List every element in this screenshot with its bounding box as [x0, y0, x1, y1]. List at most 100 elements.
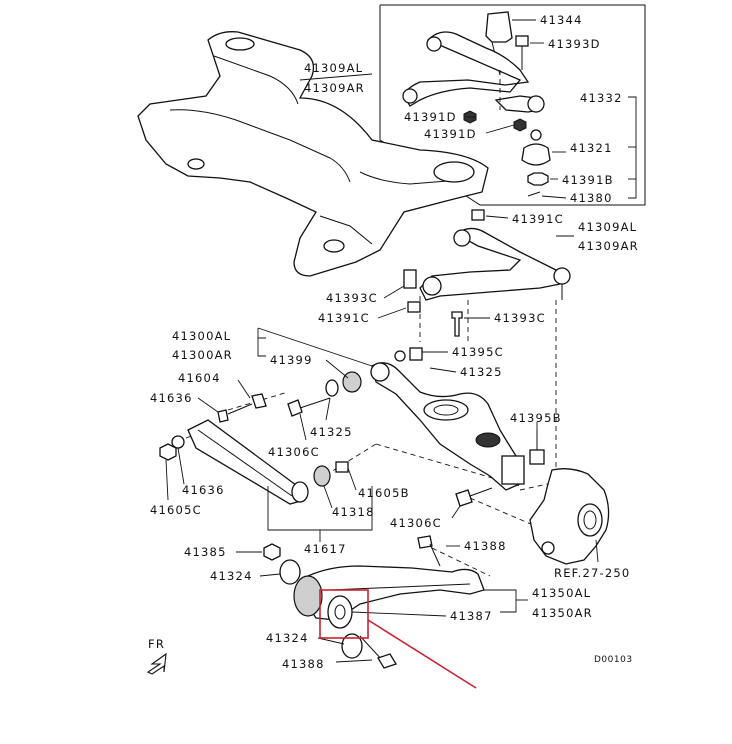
ball-joint-head: [527, 95, 545, 113]
bolt-head-41388-a: [417, 535, 433, 549]
nut-41395c: [409, 347, 423, 361]
leader-41636-b: [177, 447, 185, 485]
inset-bolt-head: [515, 35, 529, 47]
label-41306c-b: 41306C: [390, 516, 442, 530]
label-41350al: 41350AL: [532, 586, 591, 600]
label-41325-b: 41325: [310, 425, 353, 439]
inset-upper-arm-shape: [403, 31, 530, 107]
label-41380: 41380: [570, 191, 613, 205]
upper-arm-balljoint: [553, 267, 571, 285]
label-41391c-top: 41391C: [512, 212, 564, 226]
toe-link-end: [291, 481, 309, 503]
upper-arm: [377, 209, 574, 337]
leader-41391c-left: [377, 307, 407, 319]
part-labels: 41344 41393D 41309AL 41309AR 41332 41391…: [148, 13, 638, 671]
trailing-arm: [236, 535, 528, 669]
crossmember-shape: [137, 31, 489, 277]
inset-nut-b: [513, 118, 527, 132]
leader-41604: [237, 379, 251, 399]
leader-41399: [325, 359, 349, 379]
leader-41391d-b: [485, 124, 515, 134]
trailing-arm-bushing: [293, 575, 323, 617]
leader-41636-a: [197, 397, 219, 413]
nut-41605b: [335, 461, 349, 473]
highlight-box: [319, 589, 369, 639]
front-arrow-icon: [146, 652, 167, 675]
knuckle-hub-inner: [583, 510, 597, 530]
washer: [530, 129, 542, 141]
bushing-41387: [327, 595, 353, 629]
nut-41391c-left: [407, 301, 421, 313]
label-41393c-right: 41393C: [494, 311, 546, 325]
washer-41395c: [394, 350, 406, 362]
dash-i: [469, 497, 541, 529]
inset-detail: [379, 4, 646, 206]
label-41388-b: 41388: [282, 657, 325, 671]
knuckle-shape: [529, 468, 610, 565]
front-arrow: [146, 652, 167, 675]
crossmember-ridge-d: [319, 215, 373, 245]
label-41325-a: 41325: [460, 365, 503, 379]
label-41324-b: 41324: [266, 631, 309, 645]
leader-41388-b: [335, 659, 373, 663]
nut-41385: [263, 543, 281, 561]
leader-41306c-a: [299, 413, 307, 441]
label-41391d-b: 41391D: [424, 127, 477, 141]
label-41309al-mid: 41309AL: [578, 220, 637, 234]
lower-arm-end: [501, 455, 525, 485]
leader-41387: [351, 611, 447, 617]
dash-h: [375, 443, 521, 487]
castle-nut: [527, 172, 549, 186]
knuckle-hole: [541, 541, 555, 555]
label-41332: 41332: [580, 91, 623, 105]
lower-arm-shape: [371, 362, 525, 491]
toe-link: [159, 379, 493, 542]
washer-41324-a: [279, 559, 301, 585]
bolt-head-41306c: [287, 399, 303, 417]
dash-j: [431, 547, 491, 577]
crossmember-mount-b: [433, 161, 475, 183]
washer-41325-a: [325, 379, 339, 397]
bolt-shaft-41388-a: [429, 543, 441, 567]
leader-41605c: [165, 459, 169, 501]
crossmember-hole-a: [187, 158, 205, 170]
upper-arm-bushing-b: [422, 276, 442, 296]
lower-arm-hole: [475, 432, 501, 448]
bolt-head-41604: [251, 393, 267, 409]
bolt-shaft-41306c-b: [469, 487, 493, 497]
bracket-41332: [628, 96, 637, 199]
leader-41380: [541, 195, 567, 199]
label-41395b: 41395B: [510, 411, 562, 425]
label-41324-a: 41324: [210, 569, 253, 583]
bolt-shaft-41604: [227, 403, 253, 415]
leader-41318: [323, 485, 333, 509]
highlight-annotation: [319, 589, 477, 689]
lower-arm: [257, 327, 545, 491]
trailing-arm-ridge: [329, 583, 471, 591]
label-41393c-left: 41393C: [326, 291, 378, 305]
label-41321: 41321: [570, 141, 613, 155]
bracket-41300: [257, 337, 266, 357]
bushing-41387-inner: [334, 604, 346, 620]
label-41391d-a: 41391D: [404, 110, 457, 124]
label-41393d: 41393D: [548, 37, 601, 51]
bushing-41636-a: [217, 409, 229, 423]
label-41388-a: 41388: [464, 539, 507, 553]
leader-41605b: [347, 467, 357, 491]
label-41636-a: 41636: [150, 391, 193, 405]
leader-41393c-left: [383, 285, 405, 299]
highlight-pointer: [367, 619, 477, 689]
crossmember-mount-a: [225, 37, 255, 51]
leader-41325-a: [429, 367, 457, 373]
lower-arm-spring-seat: [423, 399, 469, 421]
label-diagram-code: D00103: [594, 655, 633, 665]
crossmember-ridge-b: [213, 55, 299, 105]
label-41309al-top: 41309AL: [304, 61, 363, 75]
label-41605b: 41605B: [358, 486, 410, 500]
inset-bushing-front: [426, 36, 442, 52]
label-41350ar: 41350AR: [532, 606, 593, 620]
label-41385: 41385: [184, 545, 227, 559]
nut-41391c-top: [471, 209, 485, 221]
crossmember: [137, 31, 489, 277]
knuckle-hub: [577, 503, 603, 537]
